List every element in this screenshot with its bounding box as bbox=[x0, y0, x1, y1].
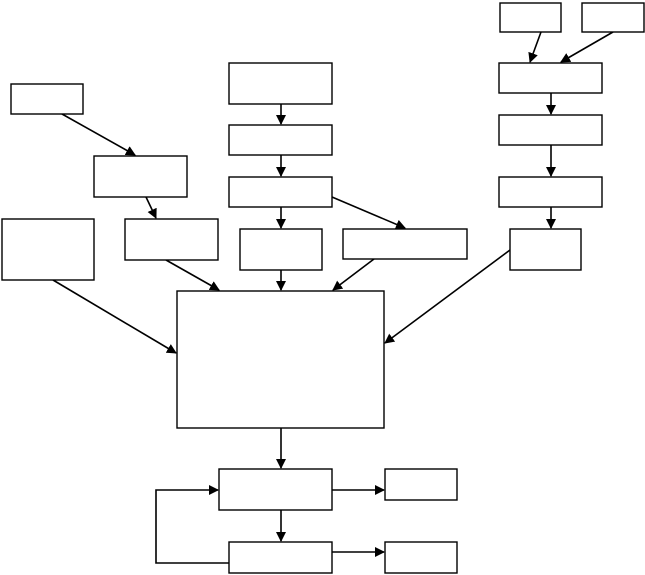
node-box-center-4a bbox=[239, 228, 323, 271]
node-box-bottom-2-out bbox=[384, 541, 458, 574]
node-center-1 bbox=[228, 62, 333, 105]
node-left-3 bbox=[124, 218, 219, 261]
arrow-far-left-to-main bbox=[52, 279, 177, 354]
node-box-far-left bbox=[1, 218, 95, 281]
node-box-left-3 bbox=[124, 218, 219, 261]
node-box-top-right-b bbox=[581, 2, 645, 33]
node-bottom-2-out bbox=[384, 541, 458, 574]
arrow-left-3-to-main bbox=[165, 259, 220, 291]
node-right-4 bbox=[509, 228, 582, 271]
node-center-2 bbox=[228, 124, 333, 156]
edges-layer bbox=[52, 31, 614, 564]
node-bottom-1 bbox=[218, 468, 333, 511]
node-box-center-2 bbox=[228, 124, 333, 156]
node-box-top-right-a bbox=[499, 2, 562, 33]
node-main bbox=[176, 290, 385, 429]
node-box-bottom-1-out bbox=[384, 468, 458, 501]
node-box-left-1 bbox=[10, 83, 84, 115]
arrow-center-3-to-center-4b bbox=[331, 196, 406, 230]
node-box-center-3 bbox=[228, 176, 333, 208]
node-center-3 bbox=[228, 176, 333, 208]
node-right-2 bbox=[498, 114, 603, 146]
node-box-main bbox=[176, 290, 385, 429]
node-box-center-1 bbox=[228, 62, 333, 105]
node-far-left bbox=[1, 218, 95, 281]
node-center-4a bbox=[239, 228, 323, 271]
node-box-bottom-1 bbox=[218, 468, 333, 511]
node-center-4b bbox=[342, 228, 468, 260]
node-left-2 bbox=[93, 155, 188, 198]
node-top-right-a bbox=[499, 2, 562, 33]
node-right-1 bbox=[498, 62, 603, 94]
arrow-top-right-b-to-right-1 bbox=[560, 31, 614, 63]
arrow-center-4b-to-main bbox=[332, 258, 375, 291]
arrow-bottom-2-to-bottom-1 bbox=[155, 485, 229, 564]
arrow-left-1-to-left-2 bbox=[61, 113, 136, 156]
arrow-top-right-a-to-right-1 bbox=[528, 31, 542, 63]
node-box-left-2 bbox=[93, 155, 188, 198]
arrow-left-2-to-left-3 bbox=[145, 196, 157, 219]
node-bottom-2 bbox=[228, 541, 333, 574]
node-box-right-3 bbox=[498, 176, 603, 208]
node-box-center-4b bbox=[342, 228, 468, 260]
node-top-right-b bbox=[581, 2, 645, 33]
node-box-right-2 bbox=[498, 114, 603, 146]
node-bottom-1-out bbox=[384, 468, 458, 501]
node-box-right-4 bbox=[509, 228, 582, 271]
node-left-1 bbox=[10, 83, 84, 115]
node-box-right-1 bbox=[498, 62, 603, 94]
node-right-3 bbox=[498, 176, 603, 208]
node-box-bottom-2 bbox=[228, 541, 333, 574]
arrow-right-4-to-main bbox=[384, 249, 511, 344]
